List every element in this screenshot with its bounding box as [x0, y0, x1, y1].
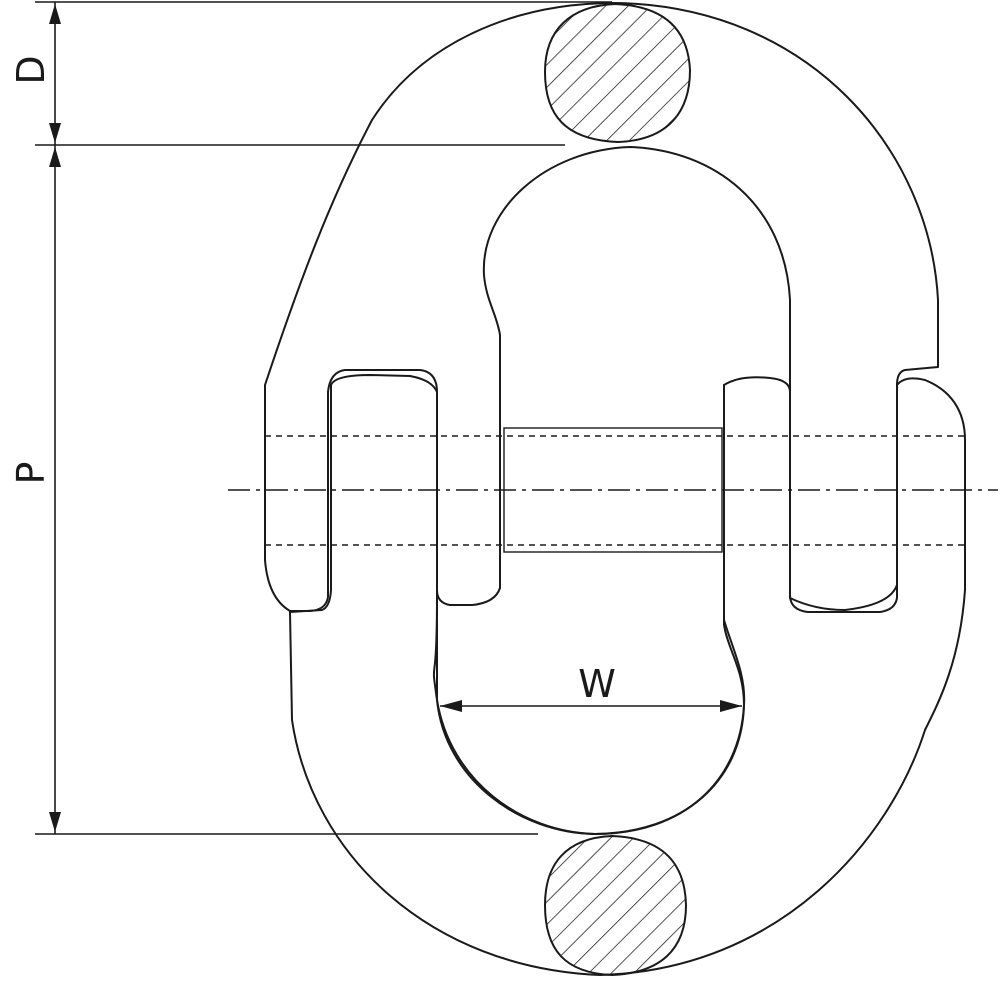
p-arrow-top [49, 147, 61, 167]
d-arrow-top [49, 4, 61, 24]
lower-link-opening [436, 384, 745, 835]
d-arrow-bottom [49, 123, 61, 143]
top-section-hatched [543, 2, 692, 144]
w-arrow-left [440, 700, 462, 712]
w-label: W [578, 662, 616, 706]
p-arrow-bottom [49, 812, 61, 832]
w-arrow-right [720, 700, 742, 712]
upper-link-outline [264, 2, 939, 613]
p-label: P [9, 462, 53, 485]
bottom-section-hatched [543, 834, 688, 977]
d-label: D [9, 55, 53, 84]
